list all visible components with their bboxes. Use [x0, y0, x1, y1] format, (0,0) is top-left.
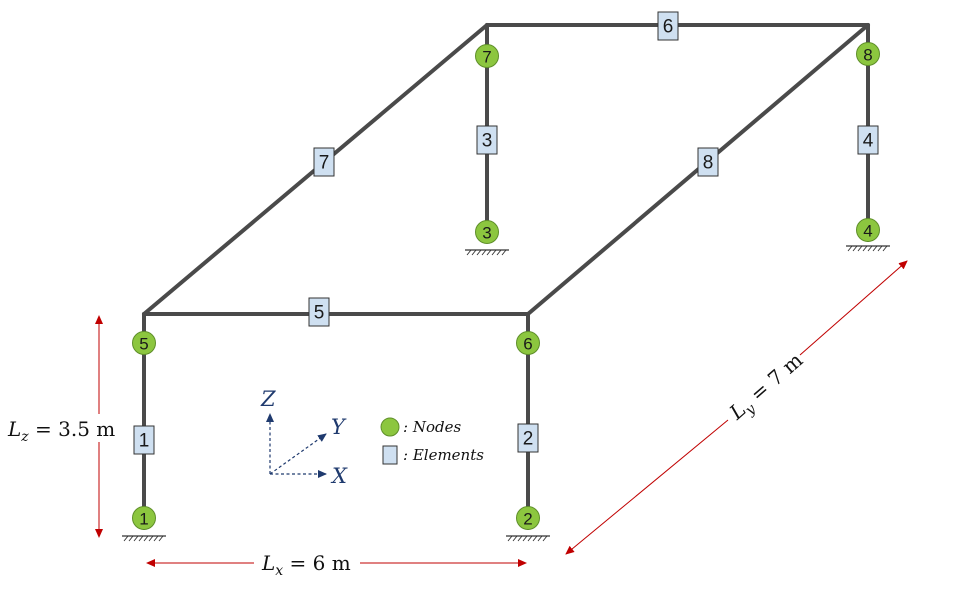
fixed-support-2	[506, 535, 550, 542]
dimension-lz: Lz = 3.5 m	[7, 315, 115, 538]
legend-element-swatch	[382, 445, 398, 465]
element-2: 2	[517, 423, 539, 453]
element-5-label: 5	[314, 303, 325, 324]
element-7: 7	[313, 147, 335, 177]
node-5-label: 5	[139, 335, 148, 354]
element-6: 6	[657, 11, 679, 41]
axis-x-label: X	[330, 464, 348, 488]
dimension-ly: Ly = 7 m	[565, 260, 908, 555]
node-8-label: 8	[863, 46, 872, 65]
supports	[122, 245, 890, 542]
node-5: 5	[132, 331, 156, 355]
axes-triad: Z Y X	[260, 387, 348, 488]
node-6-label: 6	[523, 335, 532, 354]
element-3: 3	[476, 125, 498, 155]
dimension-lx-label: Lx = 6 m	[261, 551, 351, 579]
nodes: 1 2 3 4 5 6 7 8	[132, 42, 880, 530]
dimension-lz-label: Lz = 3.5 m	[7, 417, 115, 445]
axis-z-label: Z	[260, 387, 276, 411]
element-labels: 1 2 3 4 5 6 7 8	[133, 11, 879, 455]
element-2-label: 2	[523, 429, 534, 450]
node-4: 4	[856, 218, 880, 242]
fixed-support-4	[846, 245, 890, 252]
node-2-label: 2	[523, 510, 532, 529]
node-3-label: 3	[482, 224, 491, 243]
dimension-ly-label: Ly = 7 m	[724, 348, 810, 428]
element-5: 5	[308, 297, 330, 327]
element-4: 4	[857, 125, 879, 155]
element-6-label: 6	[663, 17, 674, 38]
node-7-label: 7	[482, 48, 491, 67]
frame-members	[142, 23, 870, 530]
node-2: 2	[516, 506, 540, 530]
node-1-label: 1	[139, 510, 148, 529]
node-6: 6	[516, 331, 540, 355]
legend-nodes-label: : Nodes	[403, 418, 461, 436]
element-1-label: 1	[139, 431, 150, 452]
node-7: 7	[475, 44, 499, 68]
fixed-support-1	[122, 535, 166, 542]
node-1: 1	[132, 506, 156, 530]
legend: : Nodes : Elements	[380, 417, 484, 465]
element-8: 8	[697, 147, 719, 177]
legend-elements-label: : Elements	[403, 446, 484, 464]
node-8: 8	[856, 42, 880, 66]
node-3: 3	[475, 220, 499, 244]
dimension-lx: Lx = 6 m	[146, 551, 527, 579]
element-3-label: 3	[482, 131, 493, 152]
legend-node-swatch	[380, 417, 400, 437]
axis-y-label: Y	[331, 415, 347, 439]
element-4-label: 4	[863, 131, 874, 152]
element-8-label: 8	[703, 153, 714, 174]
element-7-label: 7	[319, 153, 330, 174]
fixed-support-3	[465, 249, 509, 256]
element-1: 1	[133, 425, 155, 455]
node-4-label: 4	[863, 222, 872, 241]
axis-y-arrow	[269, 433, 327, 475]
